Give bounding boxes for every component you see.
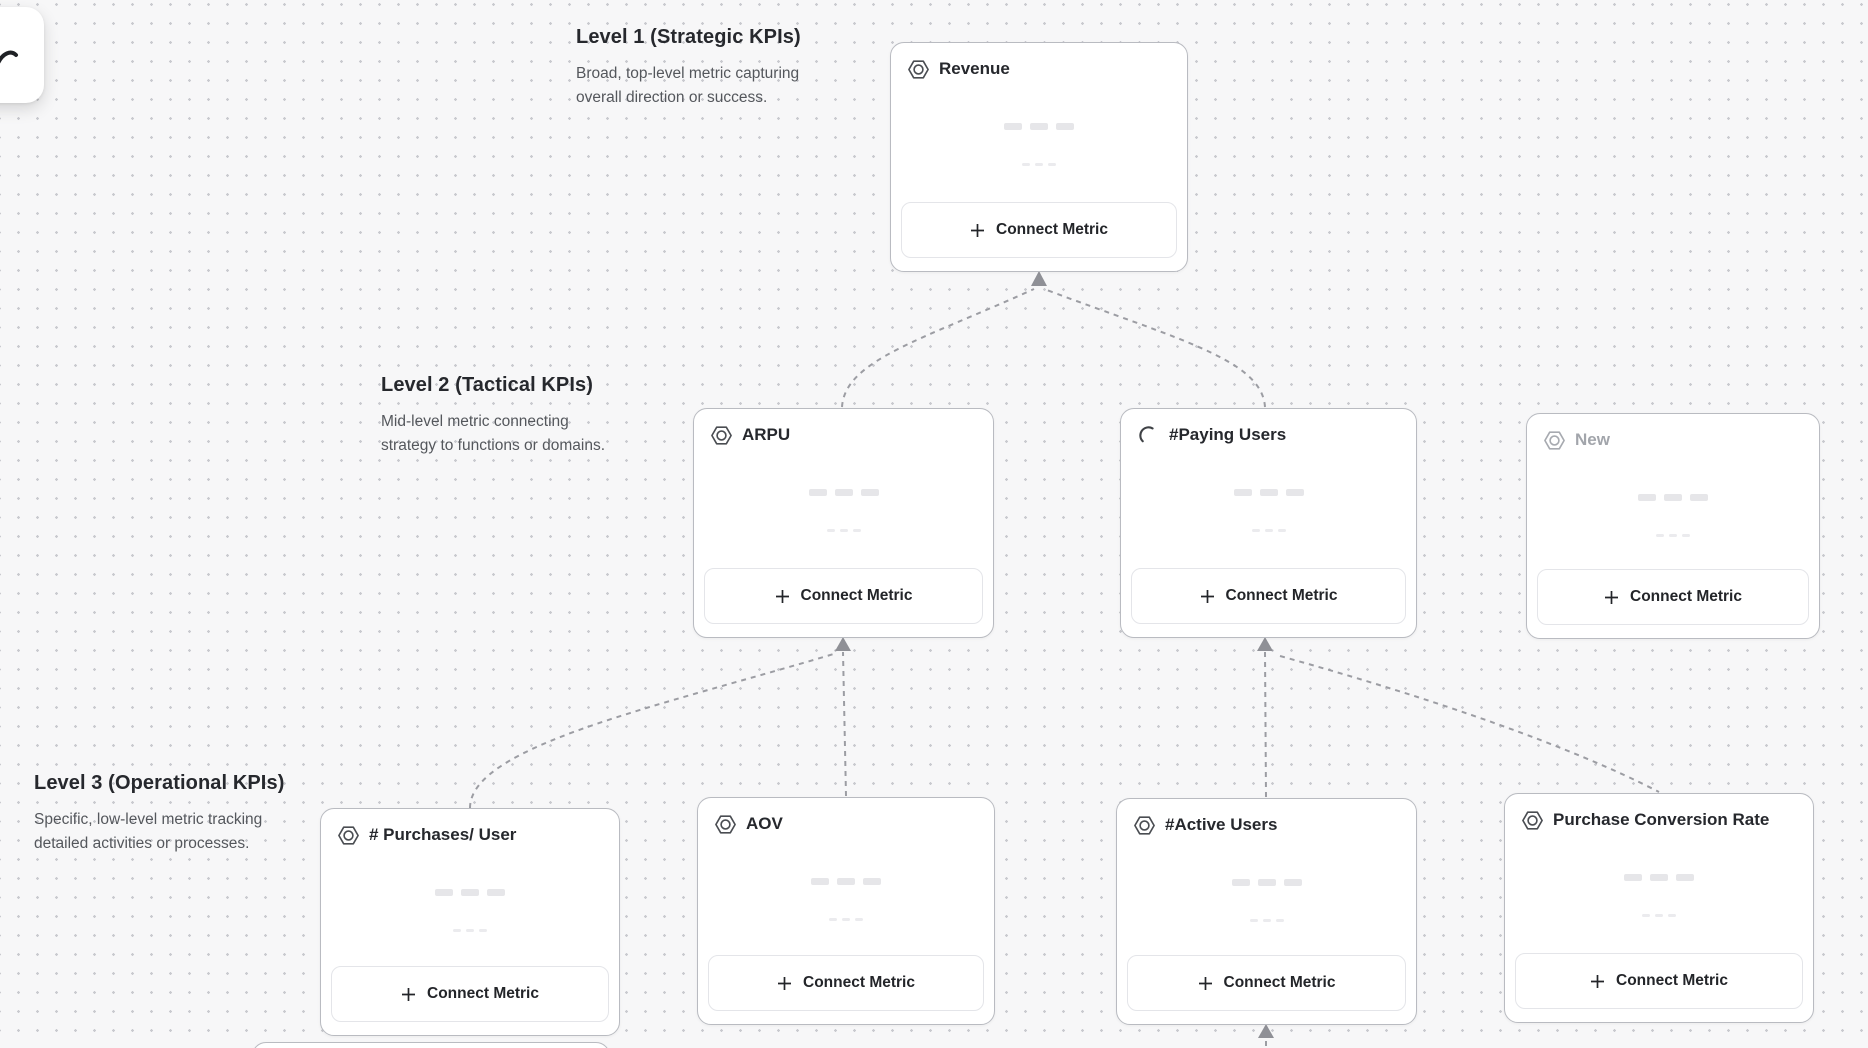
card-header: New [1527, 414, 1819, 452]
cursor-tool-icon [0, 50, 18, 64]
card-header: Revenue [891, 43, 1187, 81]
connect-metric-button[interactable]: Connect Metric [901, 202, 1177, 258]
hexagon-metric-icon [713, 812, 737, 836]
metric-card-title: # Purchases/ User [369, 825, 517, 844]
metric-card-title: AOV [746, 814, 783, 833]
plus-icon [1198, 976, 1212, 990]
metric-card-revenue[interactable]: Revenue Connect Metric [890, 42, 1188, 272]
hexagon-metric-icon [1520, 808, 1544, 832]
level-3-label: Level 3 (Operational KPIs) Specific, low… [34, 772, 284, 856]
metric-card-title: Revenue [939, 59, 1010, 78]
plus-icon [971, 223, 985, 237]
connect-metric-button[interactable]: Connect Metric [704, 568, 983, 624]
hexagon-metric-icon [906, 57, 930, 81]
skeleton-placeholder [891, 123, 1187, 130]
connect-metric-button[interactable]: Connect Metric [331, 966, 609, 1022]
metric-card-title: ARPU [742, 425, 791, 444]
skeleton-placeholder [1121, 489, 1416, 496]
skeleton-placeholder [321, 889, 619, 896]
connect-metric-label: Connect Metric [800, 587, 913, 604]
skeleton-placeholder-small [698, 918, 994, 921]
level-2-description: Mid-level metric connecting strategy to … [381, 413, 606, 454]
card-header: ARPU [694, 409, 993, 447]
hexagon-metric-icon [1542, 428, 1566, 452]
level-3-description: Specific, low-level metric tracking deta… [34, 811, 263, 852]
edge-aov-to-arpu [842, 651, 847, 797]
metric-card-title: #Paying Users [1169, 425, 1287, 444]
plus-icon [1605, 590, 1619, 604]
metric-card-title: New [1575, 430, 1610, 449]
level-3-title: Level 3 (Operational KPIs) [34, 772, 285, 794]
connect-metric-button[interactable]: Connect Metric [708, 955, 984, 1011]
skeleton-placeholder [1505, 874, 1813, 881]
skeleton-placeholder-small [694, 529, 993, 532]
edge-paying-users-to-revenue [1043, 288, 1266, 408]
metric-card-arpu[interactable]: ARPU Connect Metric [693, 408, 994, 638]
connect-metric-button[interactable]: Connect Metric [1127, 955, 1406, 1011]
arrowhead-active-users [1258, 1024, 1274, 1038]
metric-card-title: #Active Users [1165, 815, 1278, 834]
level-1-description: Broad, top-level metric capturing overal… [576, 65, 800, 106]
hexagon-metric-icon [336, 823, 360, 847]
arrowhead-arpu [835, 637, 851, 651]
connect-metric-label: Connect Metric [1616, 972, 1728, 989]
hexagon-metric-icon [1132, 813, 1156, 837]
metric-card-aov[interactable]: AOV Connect Metric [697, 797, 995, 1025]
skeleton-placeholder-small [1121, 529, 1416, 532]
metric-card-paying-users[interactable]: #Paying Users Connect Metric [1120, 408, 1417, 638]
arrowhead-paying-users [1257, 637, 1273, 651]
plus-icon [1200, 589, 1214, 603]
plus-icon [778, 976, 792, 990]
connect-metric-label: Connect Metric [803, 974, 915, 991]
edge-purchases-to-arpu [469, 652, 838, 809]
connect-metric-button[interactable]: Connect Metric [1515, 953, 1803, 1009]
metric-card-title: Purchase Conversion Rate [1553, 810, 1770, 829]
connect-metric-label: Connect Metric [996, 221, 1108, 238]
connect-metric-label: Connect Metric [1223, 974, 1336, 991]
skeleton-placeholder-small [321, 929, 619, 932]
card-header: # Purchases/ User [321, 809, 619, 847]
edge-active-users-to-paying-users [1264, 651, 1267, 798]
skeleton-placeholder-small [1527, 534, 1819, 537]
card-header: #Active Users [1117, 799, 1416, 837]
plus-icon [402, 987, 416, 1001]
arrowhead-revenue [1031, 271, 1047, 286]
connect-metric-label: Connect Metric [1630, 588, 1742, 605]
metric-card-partial-bottom[interactable] [252, 1042, 610, 1048]
level-2-label: Level 2 (Tactical KPIs) Mid-level metric… [381, 374, 605, 458]
hexagon-metric-icon [709, 423, 733, 447]
skeleton-placeholder-small [891, 163, 1187, 166]
edge-arpu-to-revenue [841, 288, 1035, 408]
connect-metric-label: Connect Metric [1225, 587, 1338, 604]
connect-metric-button[interactable]: Connect Metric [1537, 569, 1809, 625]
metric-card-new[interactable]: New Connect Metric [1526, 413, 1820, 639]
level-1-label: Level 1 (Strategic KPIs) Broad, top-leve… [576, 26, 801, 110]
edge-pcr-to-paying-users [1279, 655, 1660, 793]
toolbar-button[interactable] [0, 7, 44, 103]
spinner-icon [1136, 423, 1160, 447]
card-header: #Paying Users [1121, 409, 1416, 447]
connect-metric-label: Connect Metric [427, 985, 539, 1002]
skeleton-placeholder [694, 489, 993, 496]
skeleton-placeholder-small [1117, 919, 1416, 922]
skeleton-placeholder-small [1505, 914, 1813, 917]
metric-card-active-users[interactable]: #Active Users Connect Metric [1116, 798, 1417, 1025]
metric-card-purchase-conversion-rate[interactable]: Purchase Conversion Rate Connect Metric [1504, 793, 1814, 1023]
level-2-title: Level 2 (Tactical KPIs) [381, 374, 594, 396]
card-header: Purchase Conversion Rate [1505, 794, 1813, 832]
skeleton-placeholder [1527, 494, 1819, 501]
plus-icon [775, 589, 789, 603]
metric-card-purchases-per-user[interactable]: # Purchases/ User Connect Metric [320, 808, 620, 1036]
skeleton-placeholder [1117, 879, 1416, 886]
connect-metric-button[interactable]: Connect Metric [1131, 568, 1406, 624]
skeleton-placeholder [698, 878, 994, 885]
plus-icon [1591, 974, 1605, 988]
card-header: AOV [698, 798, 994, 836]
level-1-title: Level 1 (Strategic KPIs) [576, 26, 801, 48]
